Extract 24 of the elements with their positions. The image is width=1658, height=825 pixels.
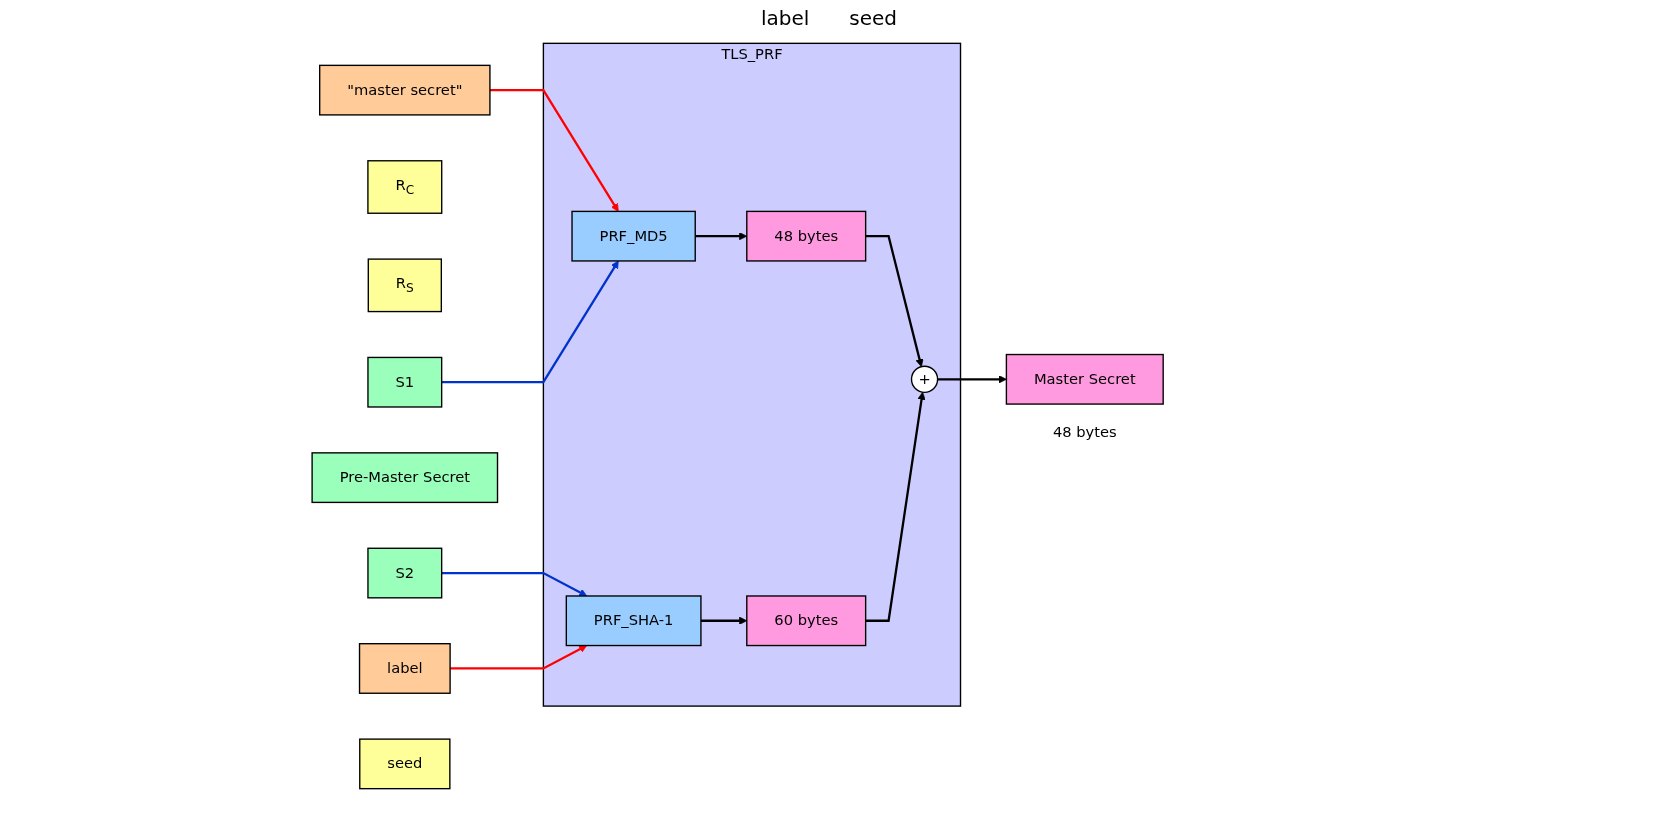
- arrow: [865, 391, 926, 622]
- arrow: [865, 235, 924, 368]
- node-label: 48 bytes: [1052, 423, 1117, 441]
- bracket-label: label: [760, 6, 810, 30]
- node-box: label: [358, 643, 451, 694]
- arrow: [937, 375, 1007, 384]
- node-box: S2: [367, 547, 443, 599]
- node-box: PRF_SHA-1: [565, 595, 702, 647]
- bracket-label: seed: [849, 6, 898, 30]
- arrow: [441, 260, 619, 384]
- node-box: 60 bytes: [746, 595, 867, 647]
- node-circle: +: [910, 365, 939, 393]
- node-box: R$_{S}$: [367, 258, 442, 313]
- node-box: "master secret": [319, 64, 491, 116]
- node-box: S1: [367, 356, 443, 408]
- node-box: Pre-Master Secret: [311, 452, 499, 504]
- node-box: Master Secret: [1005, 353, 1164, 405]
- arrow: [441, 571, 588, 597]
- node-box: 48 bytes: [746, 210, 867, 262]
- node-box: seed: [359, 738, 451, 790]
- node-box: R$_{C}$: [367, 160, 443, 214]
- node-box: PRF_MD5: [571, 210, 696, 262]
- arrow: [489, 89, 619, 212]
- arrow: [450, 645, 588, 670]
